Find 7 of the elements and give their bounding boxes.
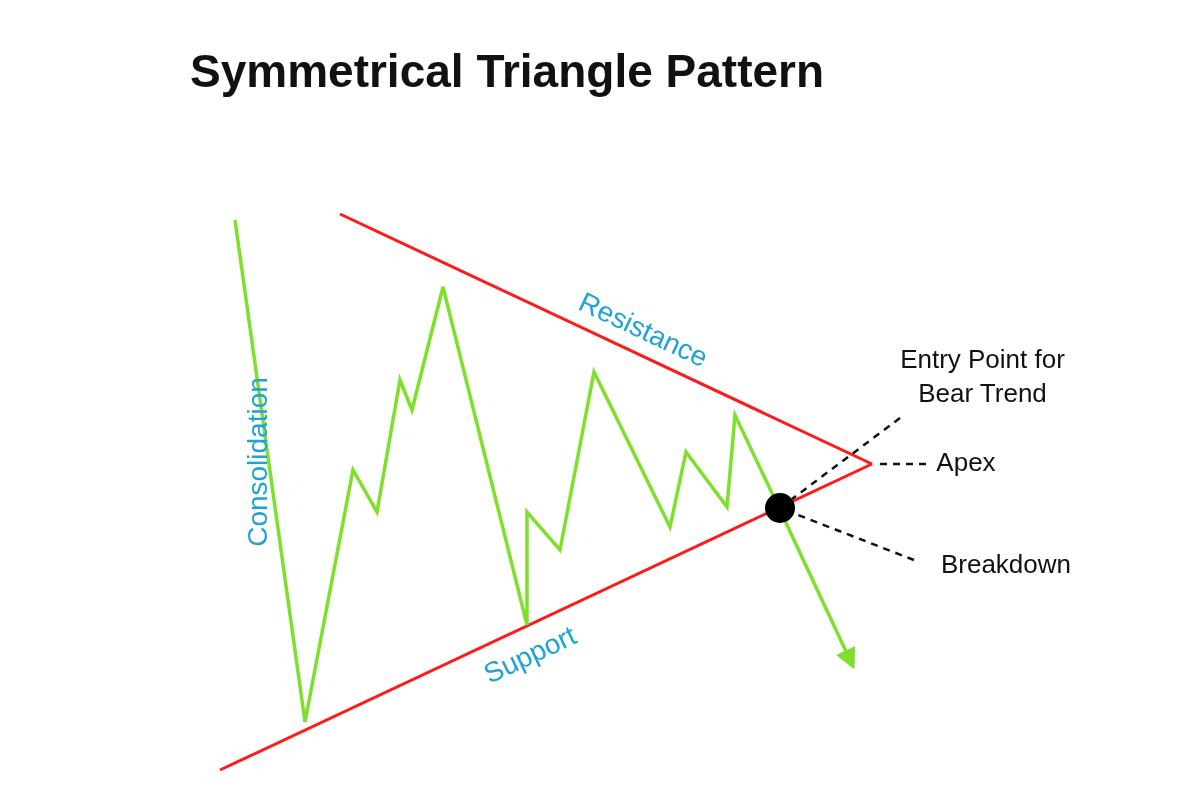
callout-text: Entry Point for Bear Trend (880, 343, 1085, 411)
label-text: Consolidation (241, 377, 274, 547)
callout-text: Breakdown (916, 548, 1096, 582)
callout-text: Apex (926, 446, 1006, 480)
title: Symmetrical Triangle Pattern (190, 44, 825, 98)
leader-line (791, 417, 901, 500)
breakdown-point-dot (765, 493, 795, 523)
